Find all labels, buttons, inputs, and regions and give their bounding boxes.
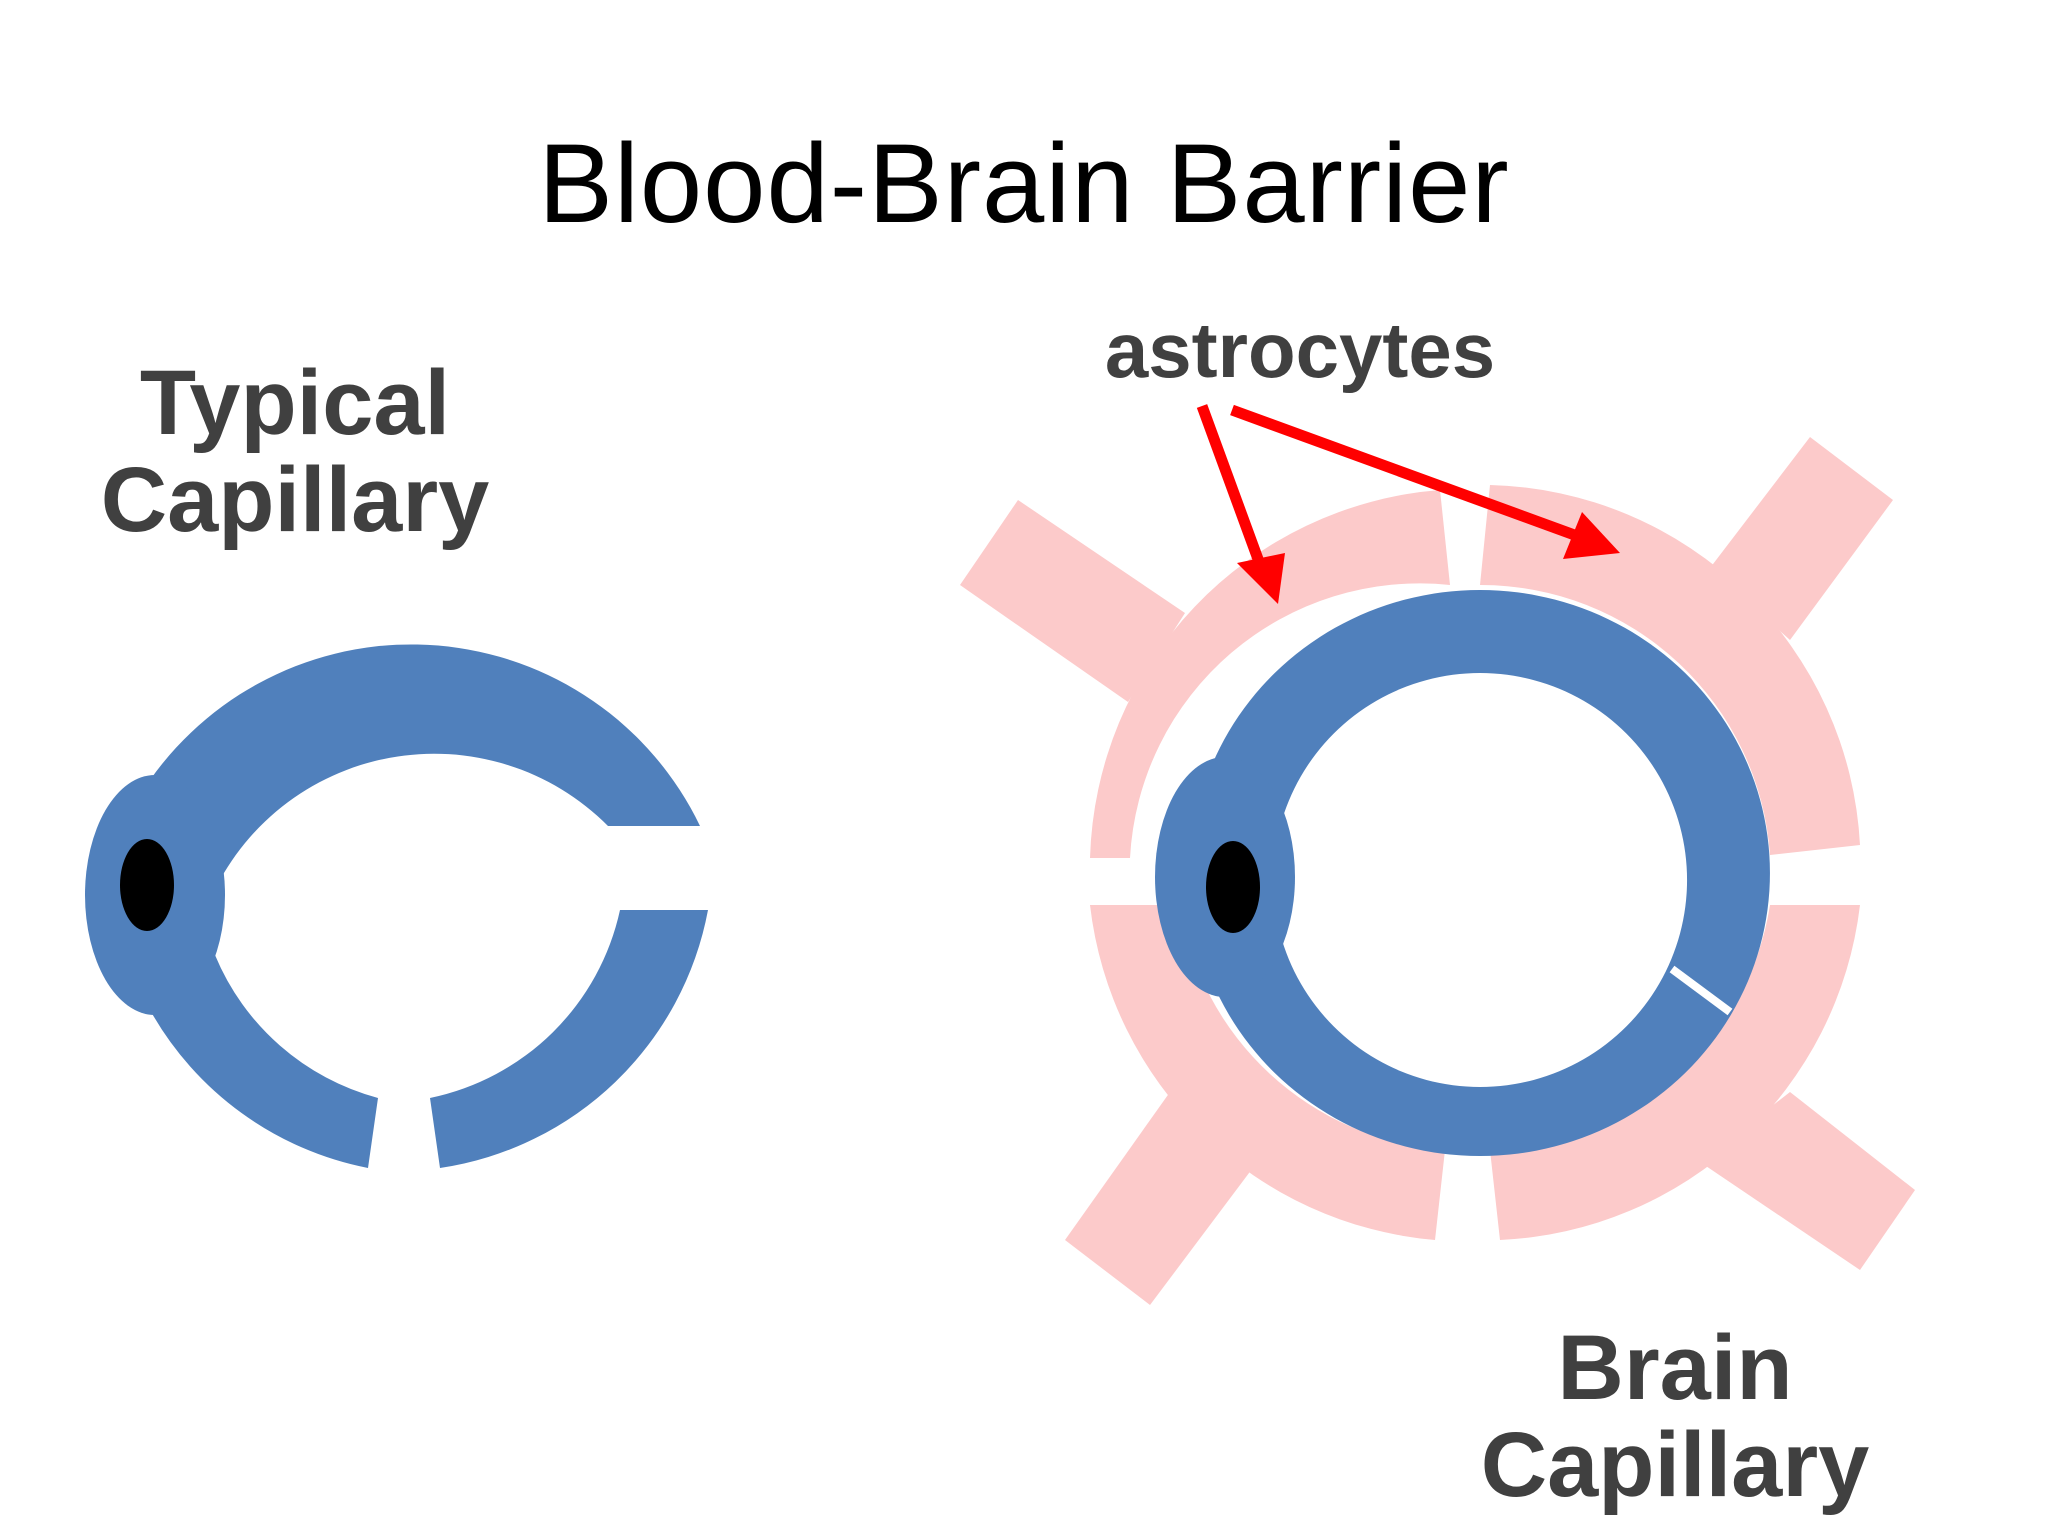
brain-capillary xyxy=(960,437,1915,1305)
typical-capillary-label-line1: Typical xyxy=(139,352,451,454)
typical-capillary-wall-lower-right xyxy=(430,910,708,1168)
astrocyte-arrows xyxy=(1196,404,1620,604)
typical-capillary xyxy=(85,644,708,1168)
arrow-to-left-astrocyte-head xyxy=(1237,553,1285,604)
astrocyte-endfoot-lower-left xyxy=(1090,905,1445,1240)
tight-junction xyxy=(1669,965,1733,1016)
astrocyte-process-bottom-left xyxy=(1065,1092,1255,1305)
astrocyte-endfoot-lower-right xyxy=(1490,905,1860,1240)
typical-capillary-wall-lower-left xyxy=(150,955,378,1168)
brain-capillary-label-line1: Brain xyxy=(1557,1317,1793,1419)
astrocyte-endfoot-upper-left xyxy=(1090,490,1450,858)
arrow-to-right-astrocyte-head xyxy=(1563,512,1620,559)
brain-capillary-wall xyxy=(1189,590,1770,1157)
astrocytes-label: astrocytes xyxy=(1104,306,1496,394)
brain-capillary-label: Brain Capillary xyxy=(1440,1320,1910,1513)
arrow-to-left-astrocyte-line xyxy=(1196,404,1268,572)
typical-capillary-label-line2: Capillary xyxy=(100,448,490,551)
arrow-to-right-astrocyte-line xyxy=(1230,404,1582,543)
brain-capillary-label-line2: Capillary xyxy=(1480,1413,1870,1516)
brain-nucleus xyxy=(1206,841,1260,933)
astrocyte-process-bottom-right xyxy=(1700,1092,1915,1270)
typical-capillary-wall-upper xyxy=(150,644,700,900)
astrocyte-endfoot-upper-right xyxy=(1480,485,1860,855)
astrocyte-process-top-right xyxy=(1710,437,1893,640)
typical-nucleus xyxy=(120,839,174,931)
astrocyte-process-top-left xyxy=(960,500,1185,702)
page-title: Blood-Brain Barrier xyxy=(538,121,1510,246)
typical-capillary-label: Typical Capillary xyxy=(60,355,530,548)
